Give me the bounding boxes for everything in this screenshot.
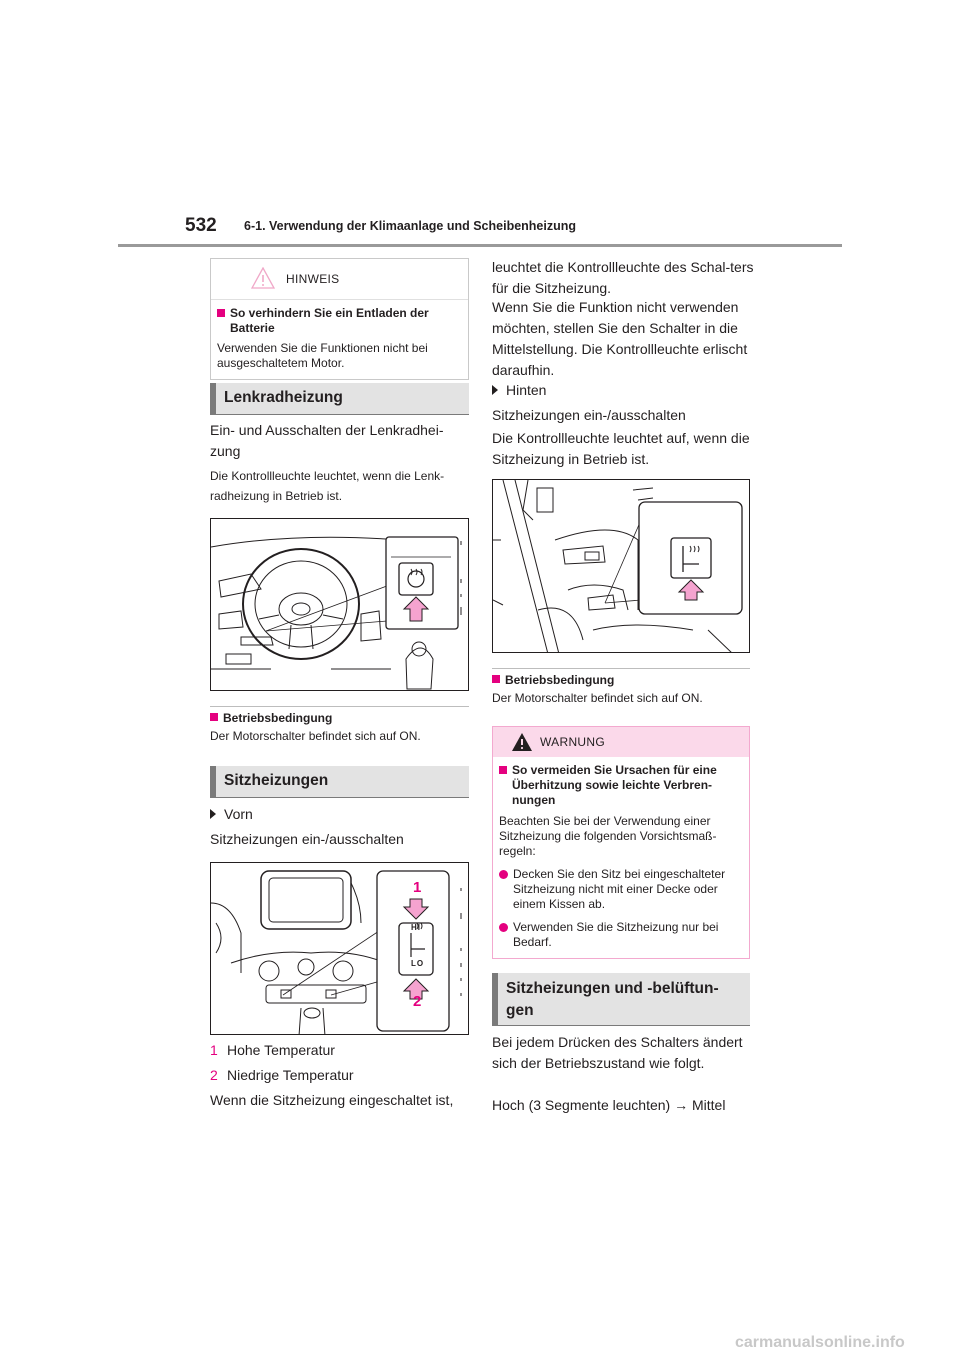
lo-label: LO — [411, 959, 425, 968]
callout-1: 1 — [413, 879, 422, 896]
square-bullet-icon — [499, 766, 507, 774]
dot-bullet-icon — [499, 870, 508, 879]
rear-seat-heater-illustration — [492, 479, 750, 653]
divider — [492, 668, 750, 669]
triangle-bullet-icon — [210, 809, 216, 819]
square-bullet-icon — [492, 675, 500, 683]
hi-label: HI — [411, 923, 421, 932]
chapter-title: 6-1. Verwendung der Klimaanlage und Sche… — [244, 219, 577, 233]
right-para-2: Wenn Sie die Funktion nicht verwenden mö… — [492, 299, 748, 378]
steering-heater-illustration — [210, 518, 469, 691]
section-heading-sitzheizungen: Sitzheizungen — [210, 766, 469, 798]
right-para-4: Die Kontrollleuchte leuchtet auf, wenn d… — [492, 430, 750, 467]
header-rule — [118, 244, 842, 247]
divider — [210, 706, 469, 707]
triangle-bullet-icon — [492, 385, 498, 395]
right-para-3: Sitzheizungen ein-/ausschalten — [492, 407, 686, 423]
hinweis-title-row: So verhindern Sie ein Entladen der Batte… — [217, 306, 462, 336]
callout-2: 2 — [413, 993, 422, 1010]
right-condition-text: Der Motorschalter befindet sich auf ON. — [492, 691, 703, 705]
section-heading-sitzheizungen-belueftungen: Sitzheizungen und -belüftun-gen — [492, 973, 750, 1026]
warnung-title: So vermeiden Sie Ursachen für eine Überh… — [512, 763, 717, 807]
sec2-para-2: Hoch (3 Segmente leuchten) → Mittel — [492, 1097, 726, 1113]
sitz-para-1: Sitzheizungen ein-/ausschalten — [210, 831, 404, 847]
section-heading-lenkradheizung: Lenkradheizung — [210, 383, 469, 415]
hinweis-text: Verwenden Sie die Funktionen nicht bei a… — [217, 341, 428, 370]
bullet-hinten: Hinten — [492, 380, 751, 401]
lenkrad-condition-title: Betriebsbedingung — [210, 711, 469, 726]
warnung-box: WARNUNG So vermeiden Sie Ursachen für ei… — [492, 726, 750, 959]
bullet-vorn: Vorn — [210, 804, 469, 825]
lenkrad-para-1: Ein- und Ausschalten der Lenkradhei-zung — [210, 422, 444, 459]
right-condition-title: Betriebsbedingung — [492, 673, 751, 688]
square-bullet-icon — [217, 309, 225, 317]
warnung-label: WARNUNG — [540, 735, 605, 749]
sitz-para-2: Wenn die Sitzheizung eingeschaltet ist, — [210, 1092, 454, 1108]
right-para-1: leuchtet die Kontrollleuchte des Schal-t… — [492, 259, 754, 296]
warnung-title-row: So vermeiden Sie Ursachen für eine Überh… — [499, 763, 743, 808]
warnung-item-2: Verwenden Sie die Sitzheizung nur bei Be… — [499, 920, 743, 950]
warnung-item-1: Decken Sie den Sitz bei eingeschalteter … — [499, 867, 743, 912]
page-number: 532 — [185, 215, 217, 236]
hinweis-box: HINWEIS So verhindern Sie ein Entladen d… — [210, 258, 469, 380]
square-bullet-icon — [210, 713, 218, 721]
front-seat-heater-illustration: 1 2 HI LO — [210, 862, 469, 1035]
dot-bullet-icon — [499, 923, 508, 932]
watermark: carmanualsonline.info — [735, 1334, 905, 1351]
sec2-para-1: Bei jedem Drücken des Schalters ändert s… — [492, 1034, 743, 1071]
hinweis-label: HINWEIS — [286, 272, 340, 286]
lenkrad-para-2: Die Kontrollleuchte leuchtet, wenn die L… — [210, 469, 445, 503]
hinweis-title: So verhindern Sie ein Entladen der Batte… — [230, 306, 429, 335]
caution-triangle-icon — [251, 267, 275, 289]
warnung-text: Beachten Sie bei der Verwendung einer Si… — [499, 814, 717, 858]
lenkrad-condition-text: Der Motorschalter befindet sich auf ON. — [210, 729, 421, 743]
warning-triangle-icon — [512, 733, 532, 751]
